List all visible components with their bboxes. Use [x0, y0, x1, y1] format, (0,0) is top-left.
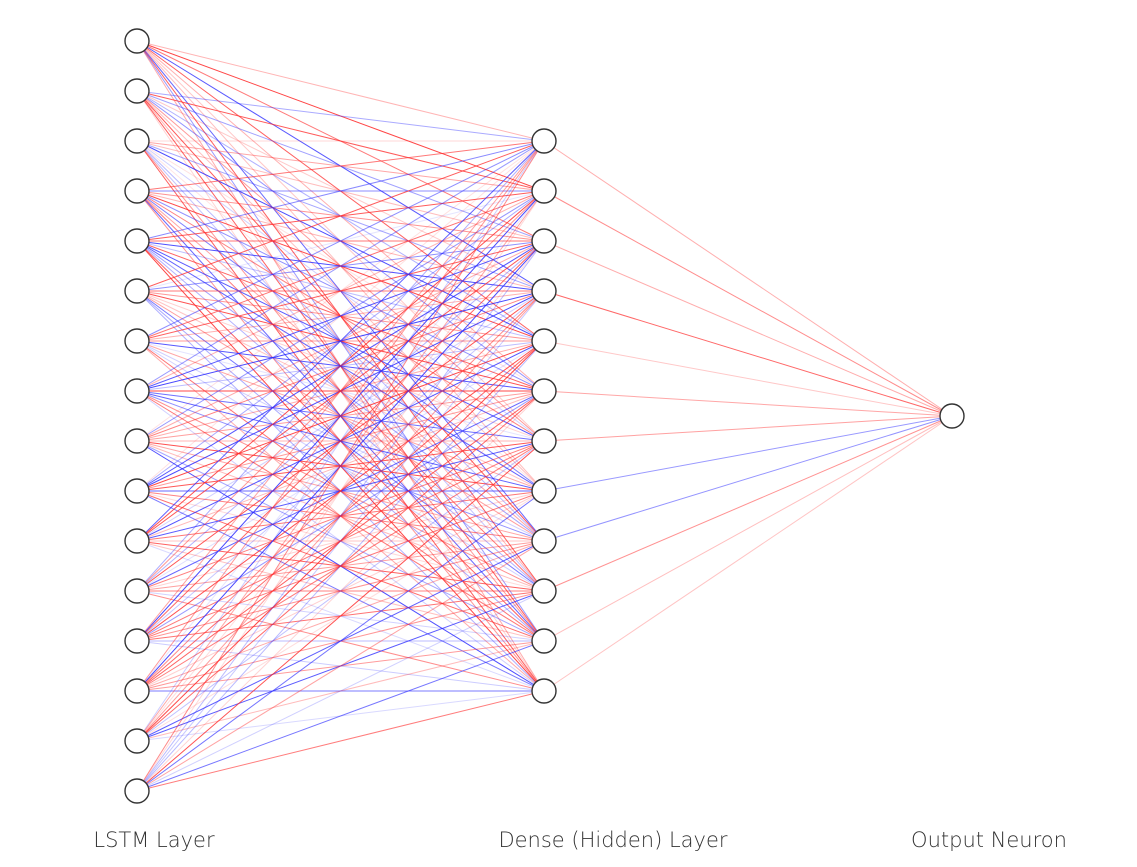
dense-neuron: [531, 178, 557, 204]
connection-line: [543, 240, 953, 417]
connection-line: [136, 290, 545, 742]
dense-neuron: [531, 528, 557, 554]
connection-line: [136, 190, 545, 792]
connection-line: [543, 415, 953, 592]
connection-line: [136, 140, 545, 692]
connection-line: [136, 440, 545, 792]
lstm-neuron: [124, 378, 150, 404]
connection-lines: [136, 40, 953, 792]
connection-line: [136, 140, 545, 192]
dense-neuron: [531, 428, 557, 454]
connection-line: [136, 240, 545, 342]
lstm-neuron: [124, 428, 150, 454]
connection-line: [543, 140, 953, 417]
connection-line: [136, 140, 545, 342]
lstm-neuron: [124, 128, 150, 154]
connection-line: [136, 240, 545, 542]
connection-line: [136, 340, 545, 692]
connection-line: [136, 390, 545, 792]
connection-line: [136, 540, 545, 792]
connection-line: [136, 640, 545, 742]
connection-line: [543, 415, 953, 542]
connection-line: [136, 490, 545, 692]
connection-line: [136, 490, 545, 792]
connection-line: [136, 190, 545, 392]
dense-neuron: [531, 578, 557, 604]
connection-line: [136, 190, 545, 692]
lstm-neuron: [124, 78, 150, 104]
dense-neuron: [531, 678, 557, 704]
lstm-neuron: [124, 678, 150, 704]
dense-neuron: [531, 478, 557, 504]
output-neuron-label: Output Neuron: [911, 828, 1067, 852]
connection-line: [136, 340, 545, 742]
connection-line: [136, 690, 545, 792]
connection-line: [136, 140, 545, 542]
connection-line: [136, 190, 545, 342]
connection-line: [136, 240, 545, 792]
connection-line: [136, 140, 545, 392]
lstm-neuron: [124, 628, 150, 654]
lstm-neuron: [124, 778, 150, 804]
connection-line: [136, 190, 545, 442]
dense-neuron: [531, 628, 557, 654]
connection-line: [543, 290, 953, 417]
connection-line: [136, 190, 545, 592]
neurons: [124, 28, 965, 804]
lstm-neuron: [124, 278, 150, 304]
connection-line: [543, 415, 953, 492]
connection-line: [136, 140, 545, 592]
lstm-neuron: [124, 328, 150, 354]
connection-line: [136, 140, 545, 292]
lstm-neuron: [124, 228, 150, 254]
connection-line: [543, 340, 953, 417]
dense-neuron: [531, 328, 557, 354]
connection-line: [136, 140, 545, 442]
dense-layer-label: Dense (Hidden) Layer: [498, 828, 728, 852]
connection-line: [136, 340, 545, 792]
connection-line: [136, 140, 545, 742]
connection-line: [136, 140, 545, 492]
connection-line: [136, 190, 545, 642]
connection-line: [136, 440, 545, 742]
connection-line: [136, 640, 545, 792]
dense-neuron: [531, 278, 557, 304]
lstm-neuron: [124, 528, 150, 554]
dense-neuron: [531, 378, 557, 404]
connection-line: [136, 40, 545, 142]
connection-line: [136, 140, 545, 242]
connection-line: [136, 240, 545, 642]
output-neuron: [939, 403, 965, 429]
connection-line: [136, 240, 545, 742]
connection-line: [136, 140, 545, 792]
dense-neuron: [531, 128, 557, 154]
lstm-neuron: [124, 478, 150, 504]
lstm-layer-label: LSTM Layer: [93, 828, 215, 852]
connection-line: [543, 390, 953, 417]
connection-line: [543, 415, 953, 642]
connection-line: [136, 290, 545, 792]
connection-line: [136, 590, 545, 742]
lstm-neuron: [124, 28, 150, 54]
connection-line: [136, 90, 545, 142]
lstm-neuron: [124, 578, 150, 604]
lstm-neuron: [124, 178, 150, 204]
connection-line: [136, 590, 545, 792]
connection-line: [136, 290, 545, 692]
lstm-neuron: [124, 728, 150, 754]
connection-line: [543, 415, 953, 442]
connection-line: [136, 140, 545, 642]
connection-line: [543, 190, 953, 417]
dense-neuron: [531, 228, 557, 254]
connection-line: [543, 415, 953, 692]
